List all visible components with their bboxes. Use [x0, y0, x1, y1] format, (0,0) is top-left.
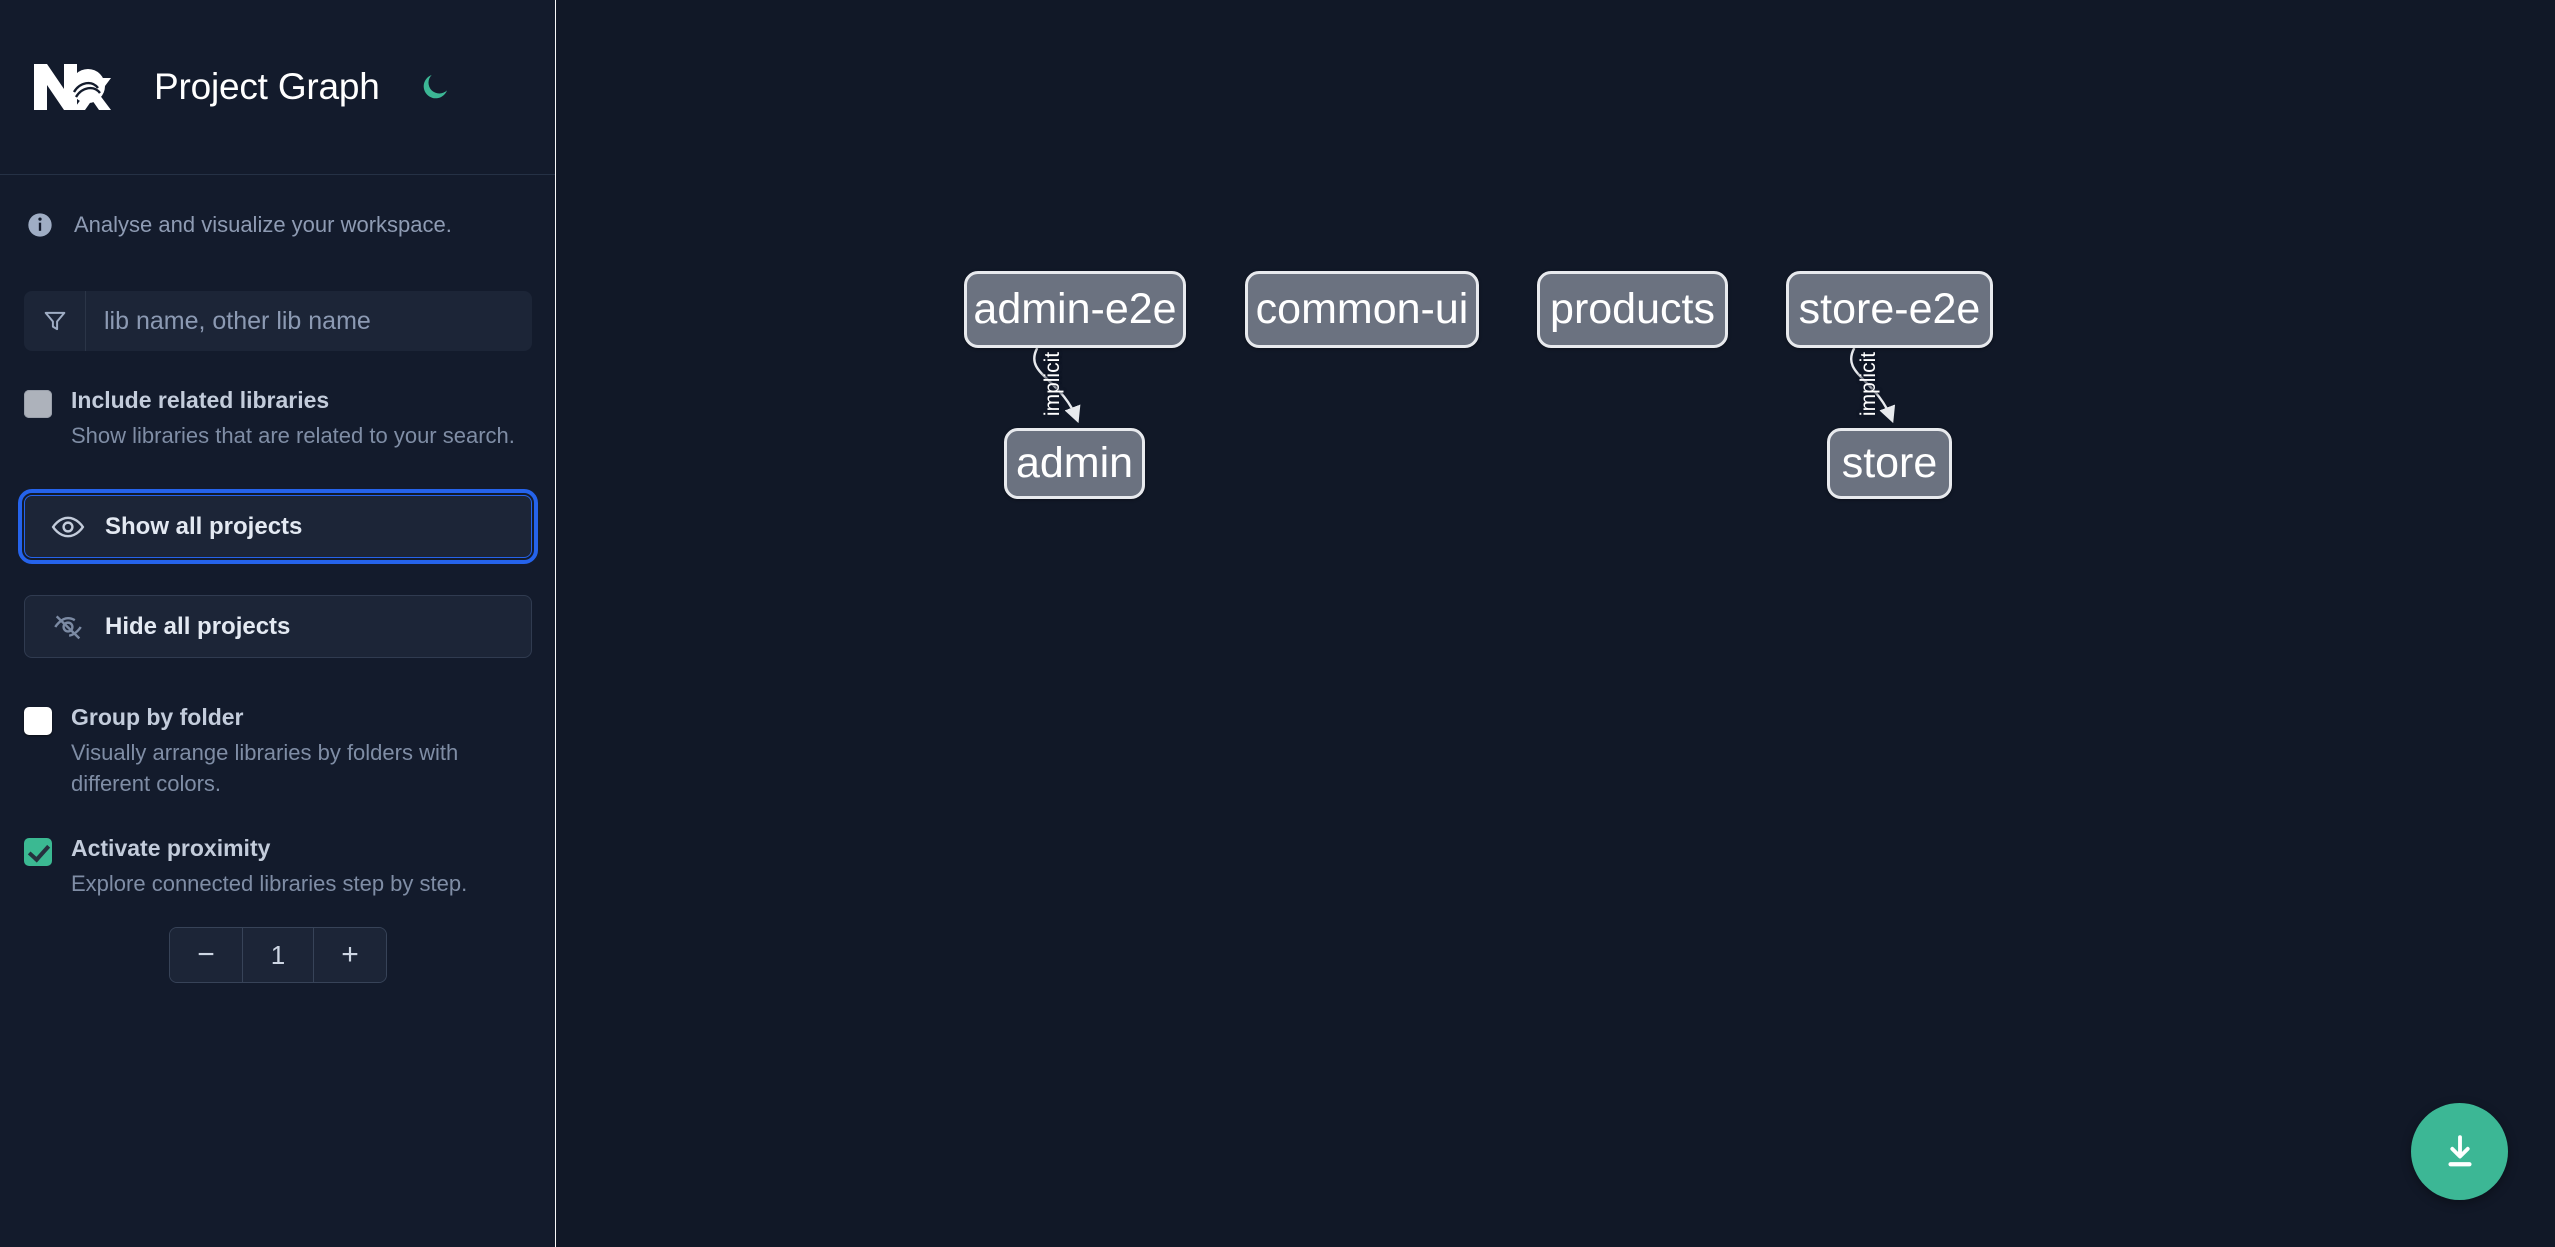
workspace-info-text: Analyse and visualize your workspace. — [74, 212, 452, 237]
option-include-related-libraries[interactable]: Include related libraries Show libraries… — [0, 351, 556, 451]
checkbox-activate-proximity[interactable] — [24, 838, 52, 866]
decrement-button[interactable]: − — [170, 928, 242, 982]
info-circle-icon — [26, 211, 54, 239]
visibility-buttons: Show all projects Hide all projects — [0, 451, 556, 658]
graph-canvas[interactable]: admin-e2e common-ui products store-e2e admin… — [556, 0, 2555, 1247]
show-all-projects-button[interactable]: Show all projects — [18, 489, 538, 564]
option-label: Activate proximity — [71, 835, 271, 861]
sidebar: Project Graph Analyse and visualize your… — [0, 0, 556, 1247]
filter-bar — [24, 291, 532, 351]
option-description: Visually arrange libraries by folders wi… — [71, 740, 459, 796]
sidebar-scrollbar[interactable] — [555, 0, 556, 1247]
nx-logo — [26, 56, 118, 118]
sidebar-body: Analyse and visualize your workspace. In… — [0, 175, 556, 983]
graph-node-label: admin — [1015, 439, 1134, 487]
graph-node-common-ui[interactable]: common-ui — [1245, 271, 1479, 348]
search-input[interactable] — [86, 291, 532, 351]
graph-edges — [1033, 347, 1896, 424]
workspace-info: Analyse and visualize your workspace. — [0, 175, 556, 239]
checkbox-group-by-folder[interactable] — [24, 707, 52, 735]
stepper-value: 1 — [242, 928, 314, 982]
graph-edge-label: implicit — [1041, 351, 1065, 417]
graph-node-products[interactable]: products — [1537, 271, 1728, 348]
eye-off-icon — [51, 610, 85, 644]
moon-icon[interactable] — [414, 66, 456, 108]
page-title: Project Graph — [154, 66, 380, 107]
option-description: Explore connected libraries step by step… — [71, 871, 468, 896]
graph-node-label: admin-e2e — [973, 285, 1177, 333]
download-button[interactable] — [2411, 1103, 2508, 1200]
option-activate-proximity[interactable]: Activate proximity Explore connected lib… — [0, 799, 556, 899]
proximity-stepper: − 1 + — [0, 899, 556, 983]
increment-button[interactable]: + — [314, 928, 386, 982]
graph-node-admin[interactable]: admin — [1004, 428, 1145, 499]
option-description: Show libraries that are related to your … — [71, 423, 515, 448]
eye-icon — [51, 510, 85, 544]
funnel-filter-icon — [24, 291, 86, 351]
graph-node-store-e2e[interactable]: store-e2e — [1786, 271, 1993, 348]
graph-edge-label: implicit — [1857, 351, 1881, 417]
graph-node-store[interactable]: store — [1827, 428, 1952, 499]
graph-node-label: store — [1841, 439, 1938, 487]
graph-node-label: store-e2e — [1798, 285, 1981, 333]
hide-all-projects-button[interactable]: Hide all projects — [24, 595, 532, 658]
graph-node-label: common-ui — [1255, 285, 1469, 333]
download-icon — [2447, 1134, 2472, 1166]
show-all-projects-label: Show all projects — [105, 512, 303, 540]
option-label: Include related libraries — [71, 387, 330, 413]
option-label: Group by folder — [71, 704, 244, 730]
sidebar-header: Project Graph — [0, 0, 556, 175]
hide-all-projects-label: Hide all projects — [105, 612, 291, 640]
option-group-by-folder[interactable]: Group by folder Visually arrange librari… — [0, 658, 556, 799]
graph-node-admin-e2e[interactable]: admin-e2e — [964, 271, 1186, 348]
graph-node-label: products — [1550, 285, 1715, 333]
checkbox-include-related-libraries[interactable] — [24, 390, 52, 418]
